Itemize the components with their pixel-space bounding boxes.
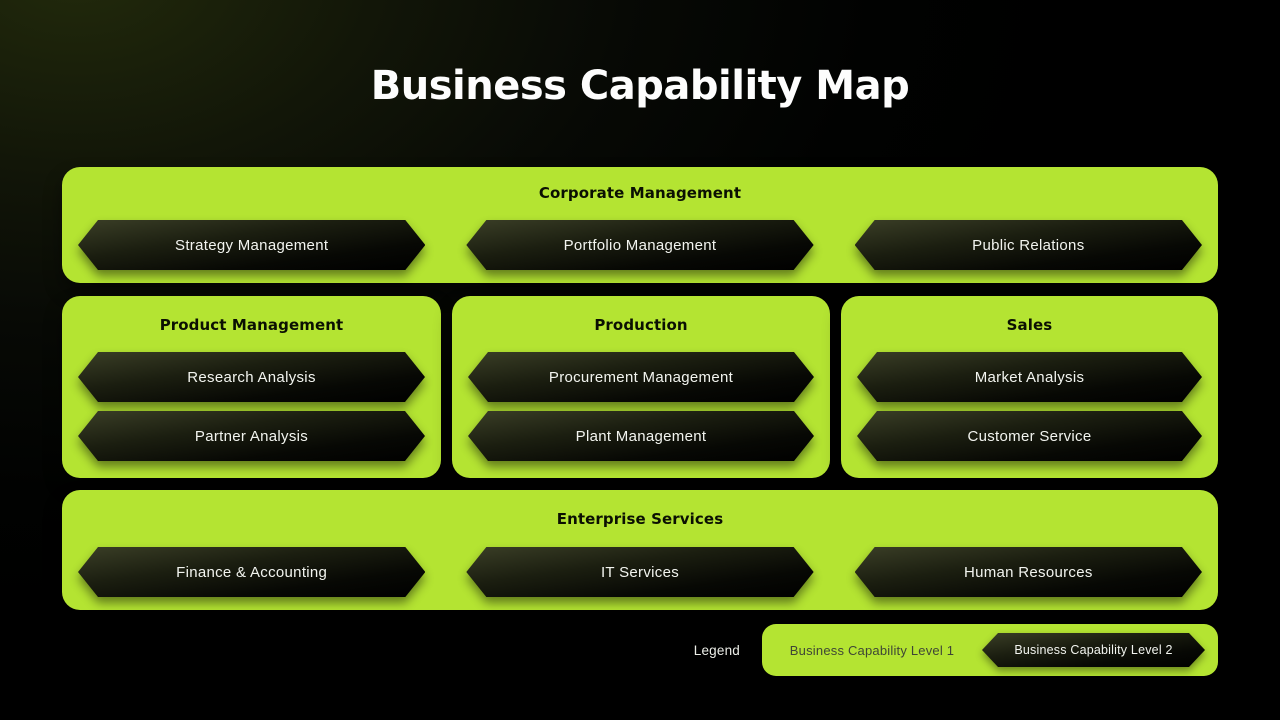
legend-level2-pill: Business Capability Level 2 [982, 633, 1205, 667]
capability-label: Human Resources [963, 563, 1093, 581]
section-product-management: Product Management Research Analysis Par… [62, 296, 441, 478]
capability-public-relations: Public Relations [855, 220, 1202, 270]
capability-strategy-management: Strategy Management [78, 220, 425, 270]
capability-finance-accounting: Finance & Accounting [78, 547, 425, 597]
hexagon-shape: Customer Service [857, 411, 1202, 461]
capability-label: Customer Service [967, 427, 1092, 445]
hexagon-shape: Business Capability Level 2 [982, 633, 1205, 667]
capability-column-sales: Market Analysis Customer Service [857, 352, 1202, 461]
legend: Legend Business Capability Level 1 Busin… [62, 624, 1218, 676]
capability-plant-management: Plant Management [468, 411, 814, 461]
section-corporate-management: Corporate Management Strategy Management… [62, 167, 1218, 283]
capability-label: IT Services [600, 563, 680, 581]
hexagon-shape: Partner Analysis [78, 411, 425, 461]
section-title-corporate-management: Corporate Management [538, 184, 742, 202]
capability-portfolio-management: Portfolio Management [466, 220, 813, 270]
section-title-product-management: Product Management [159, 316, 344, 334]
capability-label: Public Relations [972, 236, 1085, 254]
capability-human-resources: Human Resources [855, 547, 1202, 597]
capability-label: Procurement Management [548, 368, 734, 386]
hexagon-shape: IT Services [466, 547, 813, 597]
section-enterprise-services: Enterprise Services Finance & Accounting… [62, 490, 1218, 610]
capability-label: Strategy Management [175, 236, 329, 254]
legend-level2-label: Business Capability Level 2 [1014, 643, 1173, 657]
capability-row-enterprise: Finance & Accounting IT Services Human R… [78, 547, 1202, 597]
capability-label: Plant Management [575, 427, 707, 445]
capability-label: Finance & Accounting [176, 563, 328, 581]
legend-label: Legend [693, 642, 740, 658]
capability-label: Research Analysis [187, 368, 316, 386]
capability-it-services: IT Services [466, 547, 813, 597]
section-title-sales: Sales [1006, 316, 1053, 334]
section-production: Production Procurement Management Plant … [452, 296, 830, 478]
hexagon-shape: Portfolio Management [466, 220, 813, 270]
hexagon-shape: Market Analysis [857, 352, 1202, 402]
hexagon-shape: Plant Management [468, 411, 814, 461]
hexagon-shape: Finance & Accounting [78, 547, 425, 597]
section-title-enterprise-services: Enterprise Services [556, 510, 724, 528]
section-title-production: Production [594, 316, 688, 334]
capability-label: Market Analysis [974, 368, 1085, 386]
capability-procurement-management: Procurement Management [468, 352, 814, 402]
capability-column-production: Procurement Management Plant Management [468, 352, 814, 461]
hexagon-shape: Strategy Management [78, 220, 425, 270]
hexagon-shape: Research Analysis [78, 352, 425, 402]
capability-column-product: Research Analysis Partner Analysis [78, 352, 425, 461]
legend-box: Business Capability Level 1 Business Cap… [762, 624, 1218, 676]
capability-row-corporate: Strategy Management Portfolio Management… [78, 220, 1202, 270]
section-sales: Sales Market Analysis Customer Service [841, 296, 1218, 478]
legend-level1-label: Business Capability Level 1 [789, 642, 955, 658]
capability-customer-service: Customer Service [857, 411, 1202, 461]
capability-label: Partner Analysis [194, 427, 309, 445]
hexagon-shape: Public Relations [855, 220, 1202, 270]
capability-label: Portfolio Management [563, 236, 717, 254]
page-title: Business Capability Map [370, 63, 910, 109]
hexagon-shape: Procurement Management [468, 352, 814, 402]
hexagon-shape: Human Resources [855, 547, 1202, 597]
capability-market-analysis: Market Analysis [857, 352, 1202, 402]
capability-research-analysis: Research Analysis [78, 352, 425, 402]
capability-partner-analysis: Partner Analysis [78, 411, 425, 461]
